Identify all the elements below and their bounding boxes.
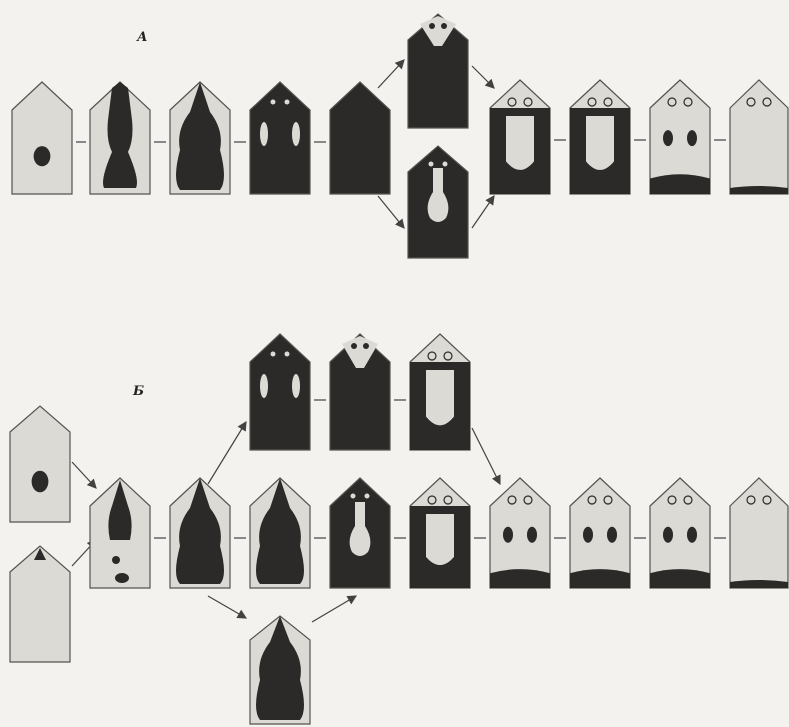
card-b10 [410,334,470,450]
card-a6 [408,14,468,128]
card-a2 [90,82,150,194]
card-a5 [330,82,390,194]
card-b7 [410,478,470,588]
card-a3 [170,82,230,194]
card-b15 [730,478,788,588]
card-a7 [408,146,468,258]
card-a4 [250,82,310,194]
card-b14 [650,478,710,588]
arrow-connector [72,462,96,488]
arrow-connector [312,596,356,622]
card-b11 [250,616,310,724]
card-a11 [730,80,788,194]
arrow-connector [472,428,500,484]
arrow-connector [378,196,404,228]
card-a10 [650,80,710,194]
panel-label-b: Б [133,384,144,399]
card-b3 [90,478,150,588]
card-a1 [12,82,72,194]
card-b1 [10,406,70,522]
arrow-connector [472,66,494,88]
card-a8 [490,80,550,194]
arrow-connector [378,60,404,88]
arrow-connector [208,422,246,484]
arrow-connector [472,196,494,228]
card-b12 [490,478,550,588]
arrow-connector [208,596,246,618]
panel-label-a: А [137,30,148,45]
card-b2 [10,546,70,662]
card-b8 [250,334,310,450]
card-b6 [330,478,390,588]
card-b13 [570,478,630,588]
card-b5 [250,478,310,588]
card-b9 [330,334,390,450]
card-a9 [570,80,630,194]
card-b4 [170,478,230,588]
card-sequence [10,14,788,724]
